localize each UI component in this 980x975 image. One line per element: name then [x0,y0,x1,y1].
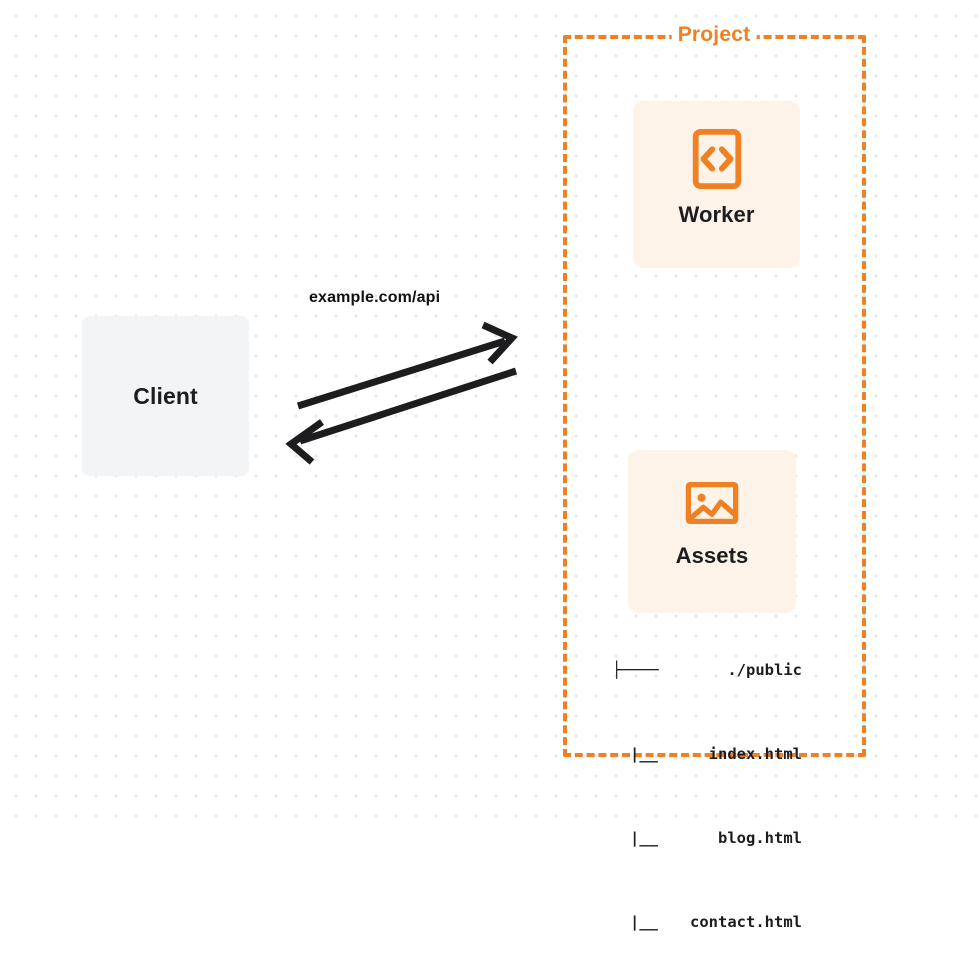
file-tree-root-name: ./public [727,661,802,679]
file-tree-item-index: |__ index.html [600,744,802,765]
client-label: Client [133,382,198,409]
file-tree-item-label: contact.html [690,913,802,931]
file-tree-item-label: blog.html [718,829,802,847]
client-node[interactable]: Client [82,316,249,476]
response-arrow [285,367,518,465]
worker-label: Worker [678,202,755,227]
code-brackets-icon [692,128,741,190]
file-tree-item-contact: |__ contact.html [600,912,802,933]
file-tree-root-row: ├──── ./public [600,660,802,681]
assets-node[interactable]: Assets [628,450,796,613]
connection-label: example.com/api [309,289,441,306]
assets-label: Assets [675,543,749,568]
file-tree-connector: |__ [630,829,658,847]
file-tree-item-blog: |__ blog.html [600,828,802,849]
request-arrow [296,321,518,410]
worker-node[interactable]: Worker [633,101,800,268]
file-tree-item-label: index.html [708,745,802,763]
file-tree-root-connector: ├──── [612,661,659,679]
file-tree-connector: |__ [630,913,658,931]
diagram-canvas: Client example.com/api Project Worker [0,0,980,931]
project-title: Project [671,23,757,47]
assets-file-tree: ├──── ./public |__ index.html |__ blog.html… [600,618,802,975]
file-tree-connector: |__ [630,745,658,763]
image-icon [685,482,739,524]
